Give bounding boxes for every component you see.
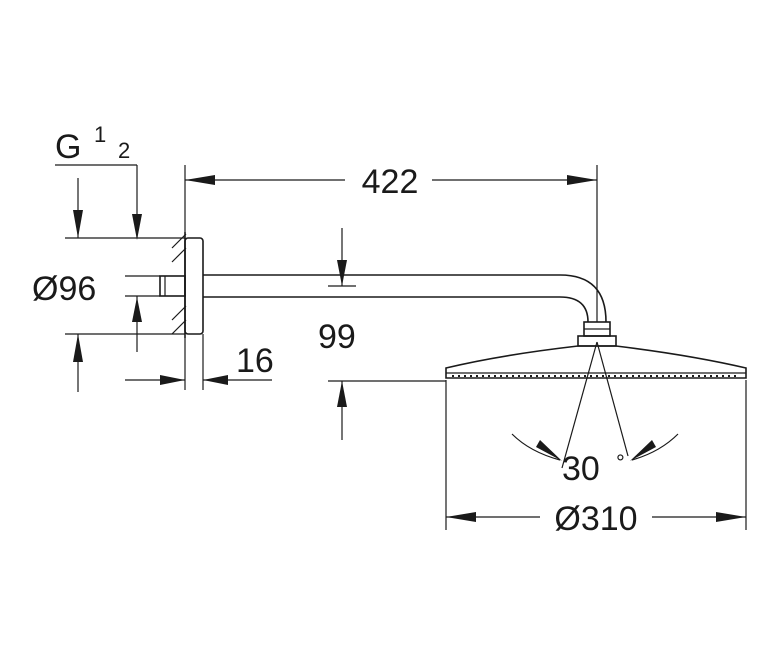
tilt-angle-label: 30 <box>562 450 600 488</box>
head-diameter-label: Ø310 <box>554 500 637 538</box>
dim-head-diameter <box>445 380 747 530</box>
total-length-label: 422 <box>362 163 419 201</box>
flange-diameter-label: Ø96 <box>32 270 96 308</box>
dim-tilt-angle <box>511 341 679 469</box>
shower-arm <box>203 274 617 347</box>
drop-label: 99 <box>318 318 356 356</box>
thread-prefix: G <box>55 128 81 166</box>
tilt-angle-degree: ° <box>616 450 625 475</box>
shower-head <box>445 345 747 379</box>
thread-denominator: 2 <box>118 138 130 163</box>
flange-depth-label: 16 <box>236 342 274 380</box>
dim-total-length <box>184 165 598 322</box>
dim-flange-diameter <box>65 178 185 392</box>
thread-callout <box>55 164 142 240</box>
wall-flange <box>159 232 204 338</box>
thread-numerator: 1 <box>94 122 106 147</box>
dim-drop <box>328 228 446 440</box>
dim-flange-depth <box>125 334 272 390</box>
